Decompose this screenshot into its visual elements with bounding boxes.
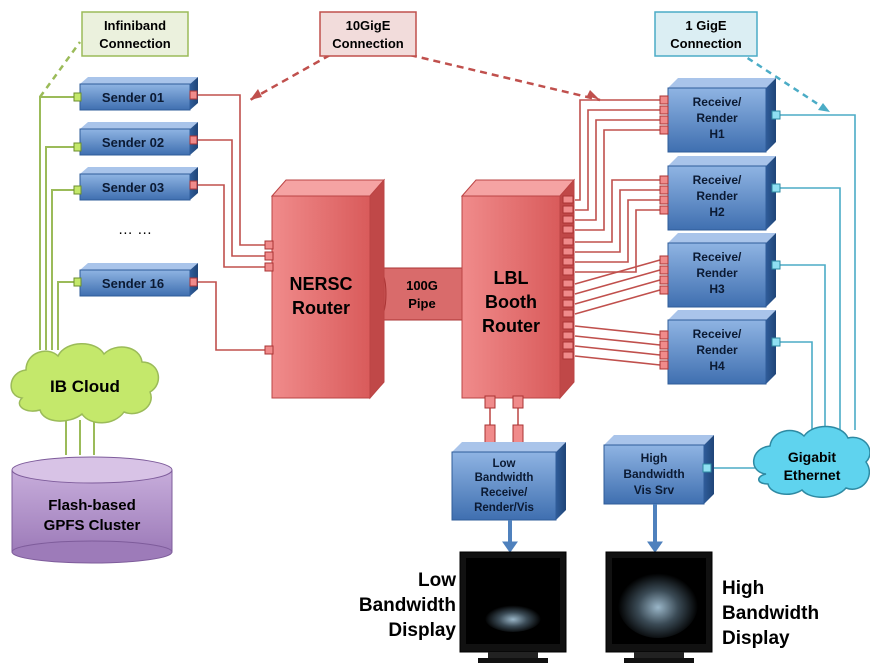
receiver-gige-ports	[771, 110, 781, 347]
callout-line: Connection	[99, 36, 171, 51]
gigabit-line: Gigabit	[788, 449, 837, 465]
high-box-port	[702, 463, 712, 473]
sender-ellipsis: … …	[118, 221, 152, 238]
callout-line: Connection	[670, 36, 742, 51]
sender-ports	[73, 92, 82, 287]
gigabit-line: Ethernet	[784, 467, 841, 483]
ib-cloud-label: IB Cloud	[50, 377, 120, 396]
1gige-links	[712, 38, 856, 469]
high-display-line: High	[722, 578, 764, 599]
low-box-line: Receive/	[481, 487, 528, 499]
high-bandwidth-monitor	[605, 551, 713, 663]
sender-02: Sender 02	[79, 122, 198, 156]
lbl-router: LBL Booth Router	[460, 178, 576, 400]
sender-label: Sender 01	[102, 90, 164, 105]
low-display-line: Display	[388, 620, 456, 641]
router-label: NERSC	[289, 274, 352, 294]
1gige-arrowhead	[818, 103, 830, 112]
gpfs-line: Flash-based	[48, 497, 136, 514]
callout-line: 1 GigE	[685, 18, 727, 33]
receiver-line: H4	[709, 359, 725, 373]
receiver-ten-ports	[659, 95, 669, 370]
callout-line: Connection	[332, 36, 404, 51]
sender-16: Sender 16	[79, 263, 198, 297]
1gige-callout: 1 GigE Connection	[654, 11, 758, 57]
sender-03: Sender 03	[79, 167, 198, 201]
router-label: LBL	[494, 268, 529, 288]
receiver-line: Receive/	[693, 173, 742, 187]
receiver-h1: Receive/ Render H1	[667, 78, 776, 153]
display-arrows	[502, 504, 663, 553]
ib-cloud: IB Cloud	[10, 343, 160, 424]
low-box-line: Render/Vis	[474, 502, 534, 514]
router-label: Router	[292, 298, 350, 318]
high-box-line: Bandwidth	[623, 467, 684, 481]
receiver-h4: Receive/ Render H4	[667, 310, 776, 385]
10gige-links	[192, 53, 661, 430]
receiver-line: H2	[709, 205, 725, 219]
receiver-h2: Receive/ Render H2	[667, 156, 776, 231]
receiver-line: Render	[696, 111, 738, 125]
low-bandwidth-box: Low Bandwidth Receive/ Render/Vis	[451, 442, 566, 521]
receiver-line: Render	[696, 189, 738, 203]
router-label: Booth	[485, 292, 537, 312]
infiniband-callout: Infiniband Connection	[81, 11, 189, 57]
10gige-arrowheads	[250, 89, 600, 100]
pipe-line: 100G	[406, 278, 438, 293]
nersc-ports	[264, 240, 274, 355]
callout-line: Infiniband	[104, 18, 166, 33]
receiver-line: H1	[709, 127, 725, 141]
receiver-line: Render	[696, 343, 738, 357]
sender-label: Sender 16	[102, 276, 164, 291]
nersc-router: NERSC Router	[270, 178, 386, 400]
router-label: Router	[482, 316, 540, 336]
receiver-line: Receive/	[693, 250, 742, 264]
10gige-callout: 10GigE Connection	[319, 11, 417, 57]
gpfs-cluster: Flash-based GPFS Cluster	[11, 456, 173, 564]
low-display-line: Bandwidth	[359, 595, 456, 616]
low-box-line: Low	[493, 458, 516, 470]
sender-ten-ports	[189, 90, 198, 287]
high-box-line: High	[641, 451, 668, 465]
pipe: 100G Pipe	[369, 267, 469, 321]
sender-label: Sender 03	[102, 180, 164, 195]
high-bandwidth-box: High Bandwidth Vis Srv	[603, 435, 714, 505]
high-display-line: Bandwidth	[722, 603, 819, 624]
receiver-line: Receive/	[693, 327, 742, 341]
callout-line: 10GigE	[346, 18, 391, 33]
receiver-h3: Receive/ Render H3	[667, 233, 776, 308]
gpfs-line: GPFS Cluster	[44, 517, 141, 534]
high-display-label: High Bandwidth Display	[722, 578, 819, 649]
low-box-line: Bandwidth	[475, 472, 534, 484]
lbl-ports	[484, 195, 574, 446]
low-bandwidth-monitor	[459, 551, 567, 663]
low-display-label: Low Bandwidth Display	[359, 570, 457, 641]
high-display-line: Display	[722, 628, 790, 649]
high-box-line: Vis Srv	[634, 483, 675, 497]
gigabit-ethernet-cloud: Gigabit Ethernet	[753, 425, 870, 498]
sender-01: Sender 01	[79, 77, 198, 111]
receiver-line: Render	[696, 266, 738, 280]
receiver-line: H3	[709, 282, 725, 296]
pipe-line: Pipe	[408, 296, 435, 311]
infiniband-links	[38, 41, 95, 455]
low-display-line: Low	[418, 570, 456, 591]
receiver-line: Receive/	[693, 95, 742, 109]
sender-label: Sender 02	[102, 135, 164, 150]
